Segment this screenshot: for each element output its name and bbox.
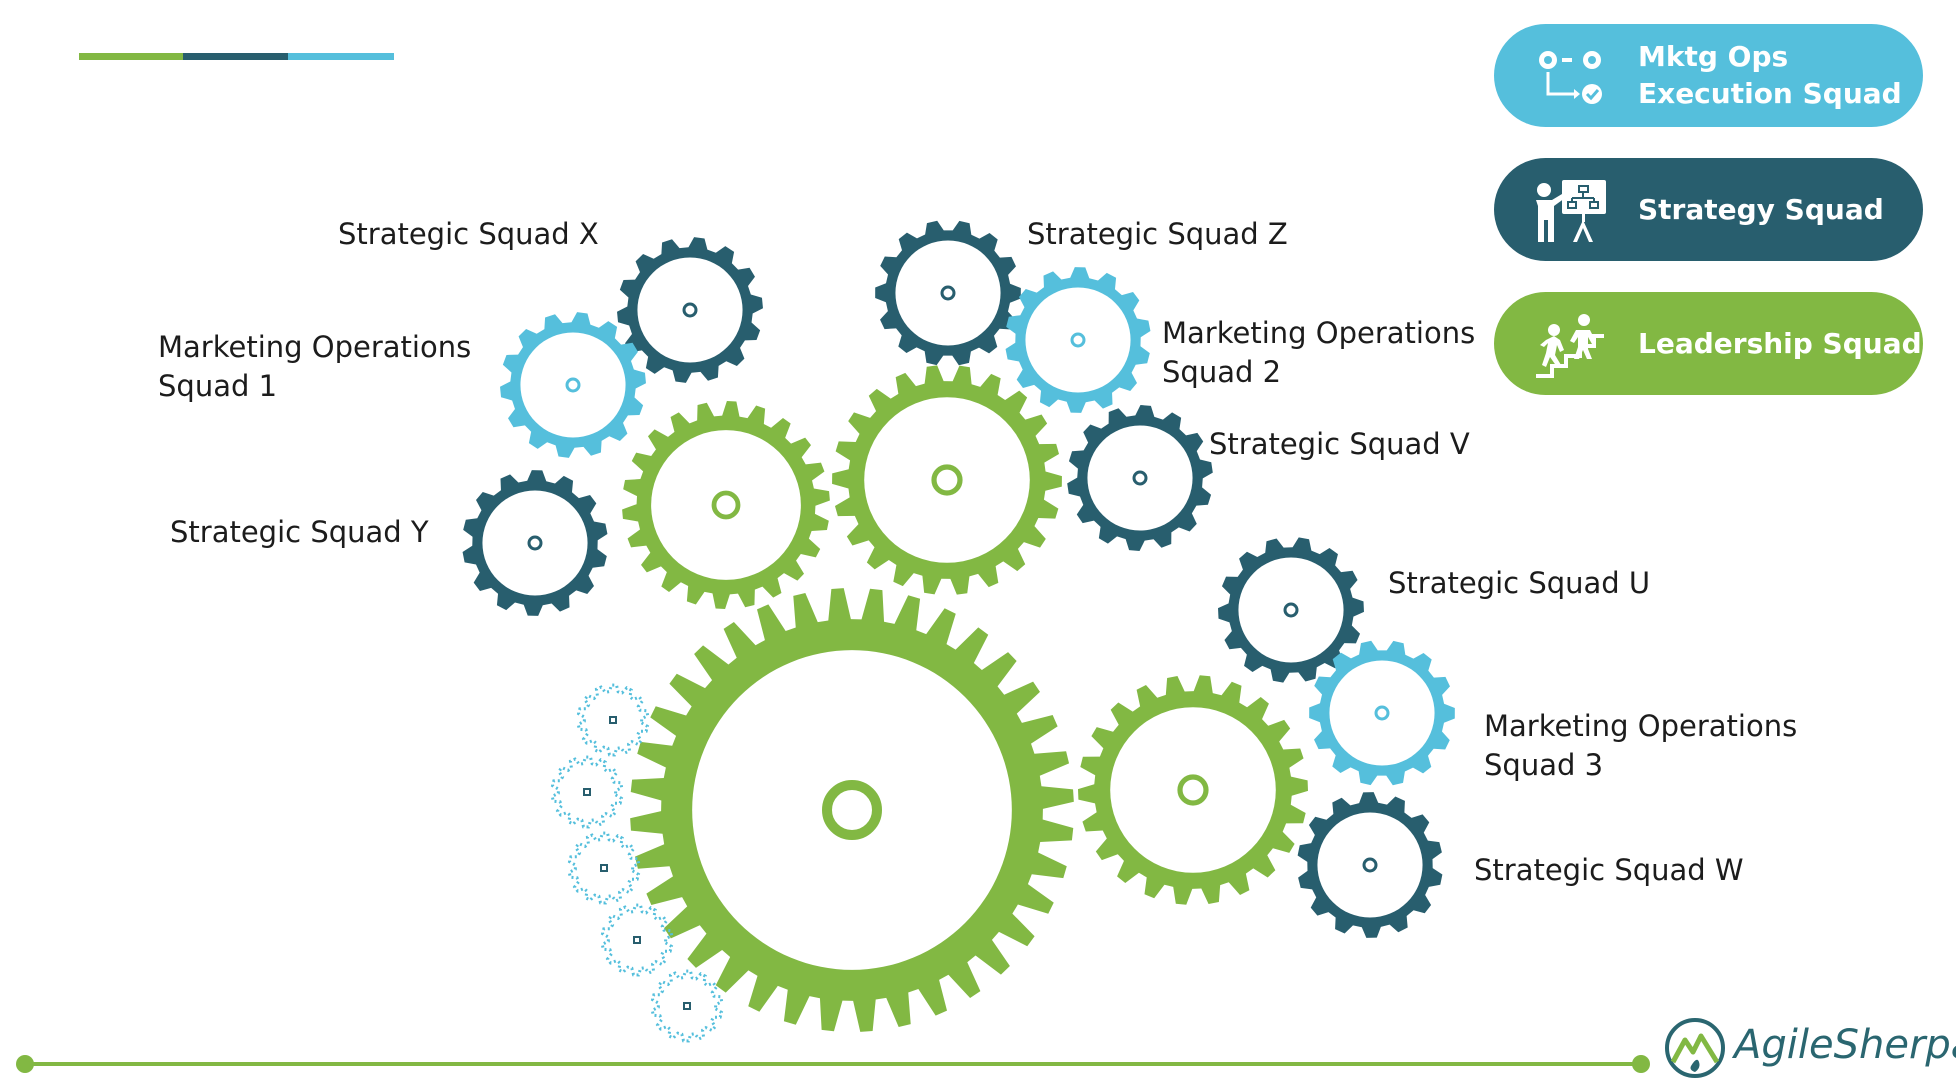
gear-face (692, 650, 1012, 970)
label-line: Squad 2 (1162, 355, 1282, 389)
gear-hub (1177, 774, 1209, 806)
gear-hub (1132, 470, 1148, 486)
gear-hub (1374, 705, 1390, 721)
gear-strategic-squad-x (617, 237, 763, 383)
legend-label-line1: Mktg Ops (1638, 40, 1789, 73)
bottom-rule-end-dot (1632, 1055, 1650, 1073)
label-line: Marketing Operations (1162, 316, 1476, 350)
gear-marketing-ops-squad-3 (1309, 640, 1455, 786)
gear-strategic-squad-u (1218, 537, 1364, 683)
label-strategic-squad-w: Strategic Squad W (1474, 853, 1744, 887)
gear-outline (600, 903, 674, 977)
bottom-rule-start-dot (16, 1055, 34, 1073)
gear-face (864, 397, 1030, 563)
label-line: Marketing Operations (1484, 709, 1798, 743)
gear-strategic-squad-y (462, 470, 608, 616)
legend-label: Leadership Squad (1638, 327, 1922, 360)
gear-strategic-squad-v (1067, 405, 1213, 551)
gear-face (520, 332, 626, 438)
legend-label-line2: Execution Squad (1638, 77, 1902, 110)
gear-small-dotted-3 (567, 831, 641, 905)
label-line: Squad 3 (1484, 748, 1604, 782)
gear-leadership-left (622, 401, 830, 609)
gear-face (1025, 287, 1131, 393)
top-accent-bar-teal (183, 53, 288, 60)
gear-hub (940, 285, 956, 301)
gear-face (1087, 425, 1193, 531)
label-strategic-squad-y: Strategic Squad Y (170, 515, 429, 549)
gear-outline (650, 969, 724, 1043)
gear-strategic-squad-w (1297, 792, 1443, 938)
presenter-board-icon (1536, 180, 1606, 242)
logo-text-agile: Agile (1734, 1022, 1834, 1068)
gear-face (1317, 812, 1423, 918)
gear-face (637, 257, 743, 363)
label-strategic-squad-v: Strategic Squad V (1209, 427, 1470, 461)
agilesherpas-logo-text: AgileSherpas (1734, 1022, 1956, 1068)
label-marketing-ops-squad-3: Marketing Operations Squad 3 (1484, 707, 1797, 785)
climbing-stairs-icon (1536, 314, 1604, 378)
legend-mktg-ops-execution-squad: Mktg Ops Execution Squad (1494, 24, 1923, 127)
legend-label: Strategy Squad (1638, 193, 1884, 226)
label-marketing-ops-squad-1: Marketing Operations Squad 1 (158, 328, 471, 406)
gear-hub (583, 788, 591, 796)
gear-hub (609, 716, 617, 724)
legend-strategy-squad: Strategy Squad (1494, 158, 1923, 261)
agilesherpas-logo-icon (1665, 1018, 1725, 1078)
gear-face (895, 240, 1001, 346)
label-marketing-ops-squad-2: Marketing Operations Squad 2 (1162, 314, 1475, 392)
label-line: Marketing Operations (158, 330, 472, 364)
legend-leadership-squad: Leadership Squad (1494, 292, 1923, 395)
label-strategic-squad-z: Strategic Squad Z (1027, 217, 1288, 251)
label-strategic-squad-u: Strategic Squad U (1388, 566, 1651, 600)
label-strategic-squad-x: Strategic Squad X (338, 217, 599, 251)
gear-strategic-squad-z (875, 220, 1021, 366)
gear-hub (527, 535, 543, 551)
gear-face (1110, 707, 1276, 873)
gear-small-dotted-2 (550, 755, 624, 829)
gear-face (1329, 660, 1435, 766)
gear-marketing-ops-squad-1 (500, 312, 646, 458)
label-line: Squad 1 (158, 369, 278, 403)
gear-marketing-ops-squad-2 (1005, 267, 1151, 413)
gear-hub (1362, 857, 1378, 873)
gears-workflow-icon (1539, 51, 1602, 104)
gear-small-dotted-4 (600, 903, 674, 977)
gear-face (651, 430, 801, 580)
gear-hub (1283, 602, 1299, 618)
gear-hub (633, 936, 641, 944)
gear-outline (567, 831, 641, 905)
gear-hub (711, 490, 741, 520)
gear-small-dotted-5 (650, 969, 724, 1043)
gear-hub (682, 302, 698, 318)
logo-text-sherpas: Sherpas (1833, 1022, 1956, 1068)
gear-leadership-large (630, 588, 1074, 1032)
top-accent-bar-green (79, 53, 183, 60)
gear-leadership-right (832, 365, 1062, 595)
gear-hub (683, 1002, 691, 1010)
gear-hub (822, 780, 882, 840)
gear-face (482, 490, 588, 596)
gear-hub (565, 377, 581, 393)
gear-outline (576, 683, 650, 757)
gear-outline (550, 755, 624, 829)
gear-hub (931, 464, 963, 496)
gear-hub (600, 864, 608, 872)
top-accent-bar-blue (288, 53, 394, 60)
gear-face (1238, 557, 1344, 663)
gear-small-dotted-1 (576, 683, 650, 757)
legend-label: Mktg Ops Execution Squad (1638, 38, 1902, 112)
gear-hub (1070, 332, 1086, 348)
gear-leadership-lower-right (1078, 675, 1308, 905)
